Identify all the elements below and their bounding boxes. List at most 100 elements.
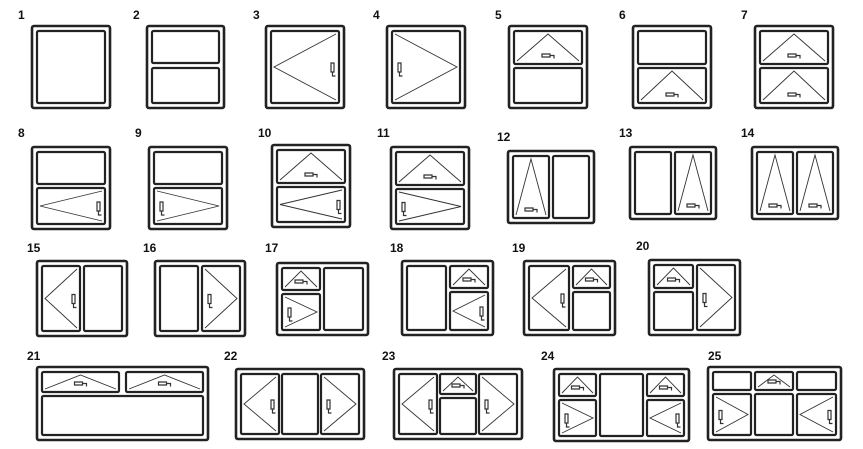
opening-indicator <box>799 153 831 212</box>
opening-indicator <box>39 190 103 222</box>
opening-indicator <box>531 268 567 328</box>
window-frame <box>522 259 617 337</box>
sash-panel <box>758 29 830 66</box>
sash-panel <box>645 398 686 438</box>
opening-indicator <box>273 33 337 101</box>
sash-panel <box>405 264 448 332</box>
sash-panel <box>397 372 439 436</box>
opening-indicator <box>799 396 834 433</box>
opening-indicator <box>649 376 682 394</box>
sash-panel <box>150 66 221 105</box>
opening-indicator <box>398 191 462 222</box>
window-frame <box>400 259 495 337</box>
window-frame <box>753 24 835 110</box>
opening-indicator <box>284 270 318 288</box>
opening-indicator <box>284 296 319 328</box>
handle-icon <box>686 203 700 209</box>
handle-icon <box>787 53 801 59</box>
sash-panel <box>477 372 519 436</box>
sash-panel <box>636 66 708 105</box>
handle-icon <box>397 62 403 77</box>
window-number: 17 <box>265 241 279 255</box>
window-frame <box>35 259 129 338</box>
window-frame <box>507 24 589 110</box>
sash-panel <box>152 186 224 226</box>
window-number: 10 <box>258 126 272 140</box>
sash-panel <box>571 290 612 332</box>
window-item: 14 <box>741 126 840 221</box>
window-number: 11 <box>377 126 390 140</box>
window-frame <box>264 24 346 110</box>
opening-indicator <box>44 268 78 329</box>
handle-icon <box>570 385 585 391</box>
sash-panel <box>390 29 462 105</box>
sash-panel <box>527 264 571 332</box>
handle-icon <box>423 174 437 180</box>
window-number: 19 <box>512 241 526 255</box>
sash-panel <box>275 185 347 224</box>
window-frame <box>385 24 467 110</box>
handle-icon <box>330 62 336 77</box>
window-item: 22 <box>224 349 366 441</box>
opening-indicator <box>243 376 277 432</box>
handle-icon <box>401 201 407 217</box>
window-number: 4 <box>373 8 380 22</box>
sash-panel <box>795 392 838 437</box>
handle-icon <box>767 379 781 385</box>
opening-indicator <box>762 70 826 101</box>
sash-panel <box>598 372 645 438</box>
window-item: 24 <box>541 349 691 443</box>
window-number: 18 <box>390 241 404 255</box>
opening-indicator <box>561 376 594 394</box>
window-frame <box>153 259 247 338</box>
window-frame <box>145 24 226 110</box>
sash-panel <box>758 66 830 105</box>
sash-panel <box>152 150 224 186</box>
opening-indicator <box>648 402 682 434</box>
window-number: 20 <box>636 239 650 253</box>
opening-indicator <box>715 396 749 433</box>
sash-panel <box>280 266 322 292</box>
window-number: 3 <box>253 8 260 22</box>
opening-indicator <box>677 153 709 212</box>
opening-indicator <box>401 376 435 432</box>
window-frame <box>647 258 742 337</box>
window-frame <box>750 145 840 221</box>
window-item: 5 <box>495 8 589 110</box>
opening-indicator <box>481 376 515 432</box>
handle-icon <box>827 409 833 425</box>
sash-panel <box>150 29 221 65</box>
opening-indicator <box>394 33 458 101</box>
handle-icon <box>451 383 465 389</box>
window-frame <box>389 145 471 231</box>
sash-panel <box>557 398 598 438</box>
window-number: 21 <box>27 349 41 363</box>
handle-icon <box>584 277 599 283</box>
handle-icon <box>336 199 342 215</box>
window-item: 20 <box>636 239 742 337</box>
sash-panel <box>448 264 490 290</box>
handle-icon <box>479 306 485 321</box>
window-number: 22 <box>224 349 238 363</box>
sash-panel <box>82 264 124 333</box>
sash-panel <box>557 372 598 398</box>
handle-icon <box>304 172 318 178</box>
window-number: 15 <box>27 241 41 255</box>
window-item: 15 <box>27 241 129 338</box>
opening-indicator <box>516 33 580 62</box>
handle-icon <box>541 53 555 59</box>
sash-panel <box>571 264 612 290</box>
sash-panel <box>322 266 365 332</box>
sash-panel <box>633 150 673 216</box>
window-frame <box>506 149 596 225</box>
opening-indicator <box>279 152 343 181</box>
window-item: 12 <box>497 130 596 225</box>
opening-indicator <box>762 33 826 62</box>
handle-icon <box>96 201 102 216</box>
opening-indicator <box>575 268 608 286</box>
handle-icon <box>666 277 681 283</box>
sash-panel <box>40 370 121 394</box>
window-item: 25 <box>706 349 843 442</box>
sash-panel <box>755 150 795 216</box>
window-number: 2 <box>133 8 140 22</box>
